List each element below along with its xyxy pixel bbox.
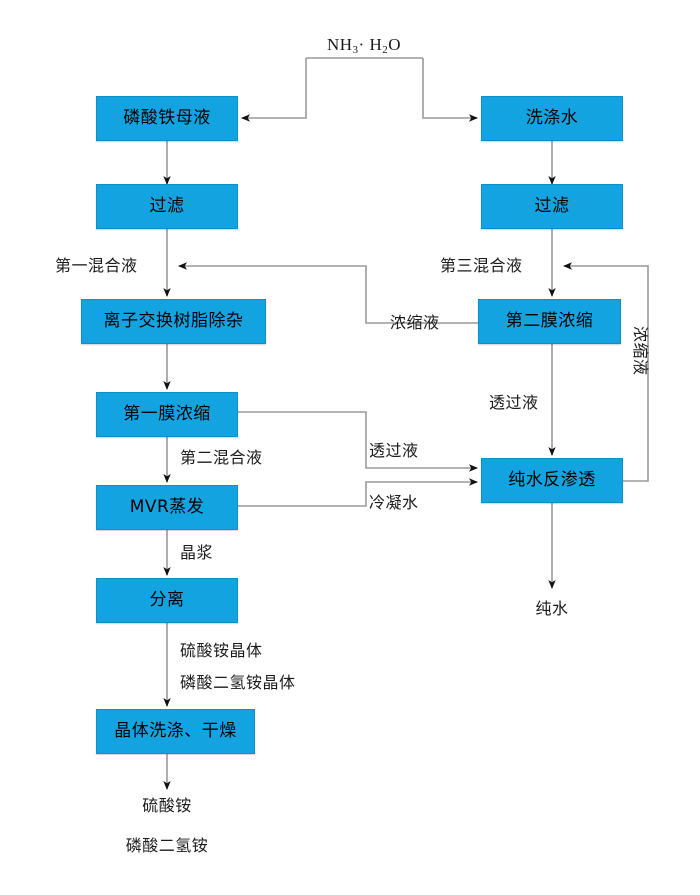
edge-label-permeate-second-membrane: 透过液 [489, 393, 539, 412]
node-label: 离子交换树脂除杂 [103, 311, 244, 331]
reagent-sub-3: 3 [352, 44, 359, 56]
node-label: MVR蒸发 [129, 497, 205, 517]
reagent-formula-nh: NH [326, 35, 353, 54]
output-label-ammonium-dihydrogen-phosphate: 磷酸二氢铵 [125, 836, 209, 855]
node-separation[interactable]: 分离 [96, 578, 238, 623]
node-label: 纯水反渗透 [508, 470, 596, 490]
reagent-label: NH3· H2O [326, 35, 402, 56]
node-label: 分离 [149, 590, 185, 610]
edge-label-second-mixed-liquor: 第二混合液 [180, 448, 263, 467]
node-wash-water[interactable]: 洗涤水 [481, 96, 623, 141]
edge-label-first-mixed-liquor: 第一混合液 [55, 256, 138, 275]
node-iron-phosphate-mother-liquor[interactable]: 磷酸铁母液 [96, 96, 238, 141]
edge-reagent-left-leg [241, 58, 307, 122]
node-second-membrane-concentration[interactable]: 第二膜浓缩 [478, 299, 621, 344]
edge-mvr-condensate-to-ro [238, 478, 478, 507]
edge-label-concentrate-to-first-mix: 浓缩液 [390, 313, 440, 332]
node-mvr-evaporation[interactable]: MVR蒸发 [96, 485, 238, 530]
node-first-membrane-concentration[interactable]: 第一膜浓缩 [96, 392, 238, 437]
node-label: 洗涤水 [525, 108, 579, 128]
edge-label-ammonium-sulfate-crystal: 硫酸铵晶体 [180, 641, 263, 660]
node-label: 晶体洗涤、干燥 [114, 721, 237, 741]
output-label-pure-water: 纯水 [535, 599, 569, 618]
node-filtration-left[interactable]: 过滤 [96, 184, 238, 229]
edge-label-permeate-first-membrane: 透过液 [369, 441, 419, 460]
node-label: 第二膜浓缩 [505, 311, 594, 331]
node-label: 过滤 [534, 196, 570, 216]
node-filtration-right[interactable]: 过滤 [481, 184, 623, 229]
edge-reagent-right-leg [422, 58, 478, 122]
edge-first-membrane-permeate-to-ro [238, 411, 478, 472]
node-crystal-wash-dry[interactable]: 晶体洗涤、干燥 [96, 709, 255, 754]
output-label-ammonium-sulfate: 硫酸铵 [142, 796, 192, 815]
node-ion-exchange-resin[interactable]: 离子交换树脂除杂 [81, 299, 266, 344]
edge-label-condensate: 冷凝水 [369, 493, 419, 512]
node-label: 磷酸铁母液 [123, 108, 211, 128]
reagent-sub-2: 2 [382, 44, 389, 56]
reagent-suffix: O [388, 35, 402, 54]
node-label: 过滤 [149, 196, 185, 216]
edge-label-concentrate-vertical: 浓缩液 [631, 326, 650, 376]
node-pure-water-reverse-osmosis[interactable]: 纯水反渗透 [481, 458, 623, 503]
node-label: 第一膜浓缩 [123, 404, 211, 424]
edge-label-crystal-slurry: 晶浆 [180, 543, 214, 562]
edge-label-ammonium-dihydrogen-phosphate-crystal: 磷酸二氢铵晶体 [180, 673, 296, 692]
reagent-mid: · H [358, 35, 383, 54]
edge-label-third-mixed-liquor: 第三混合液 [440, 256, 523, 275]
